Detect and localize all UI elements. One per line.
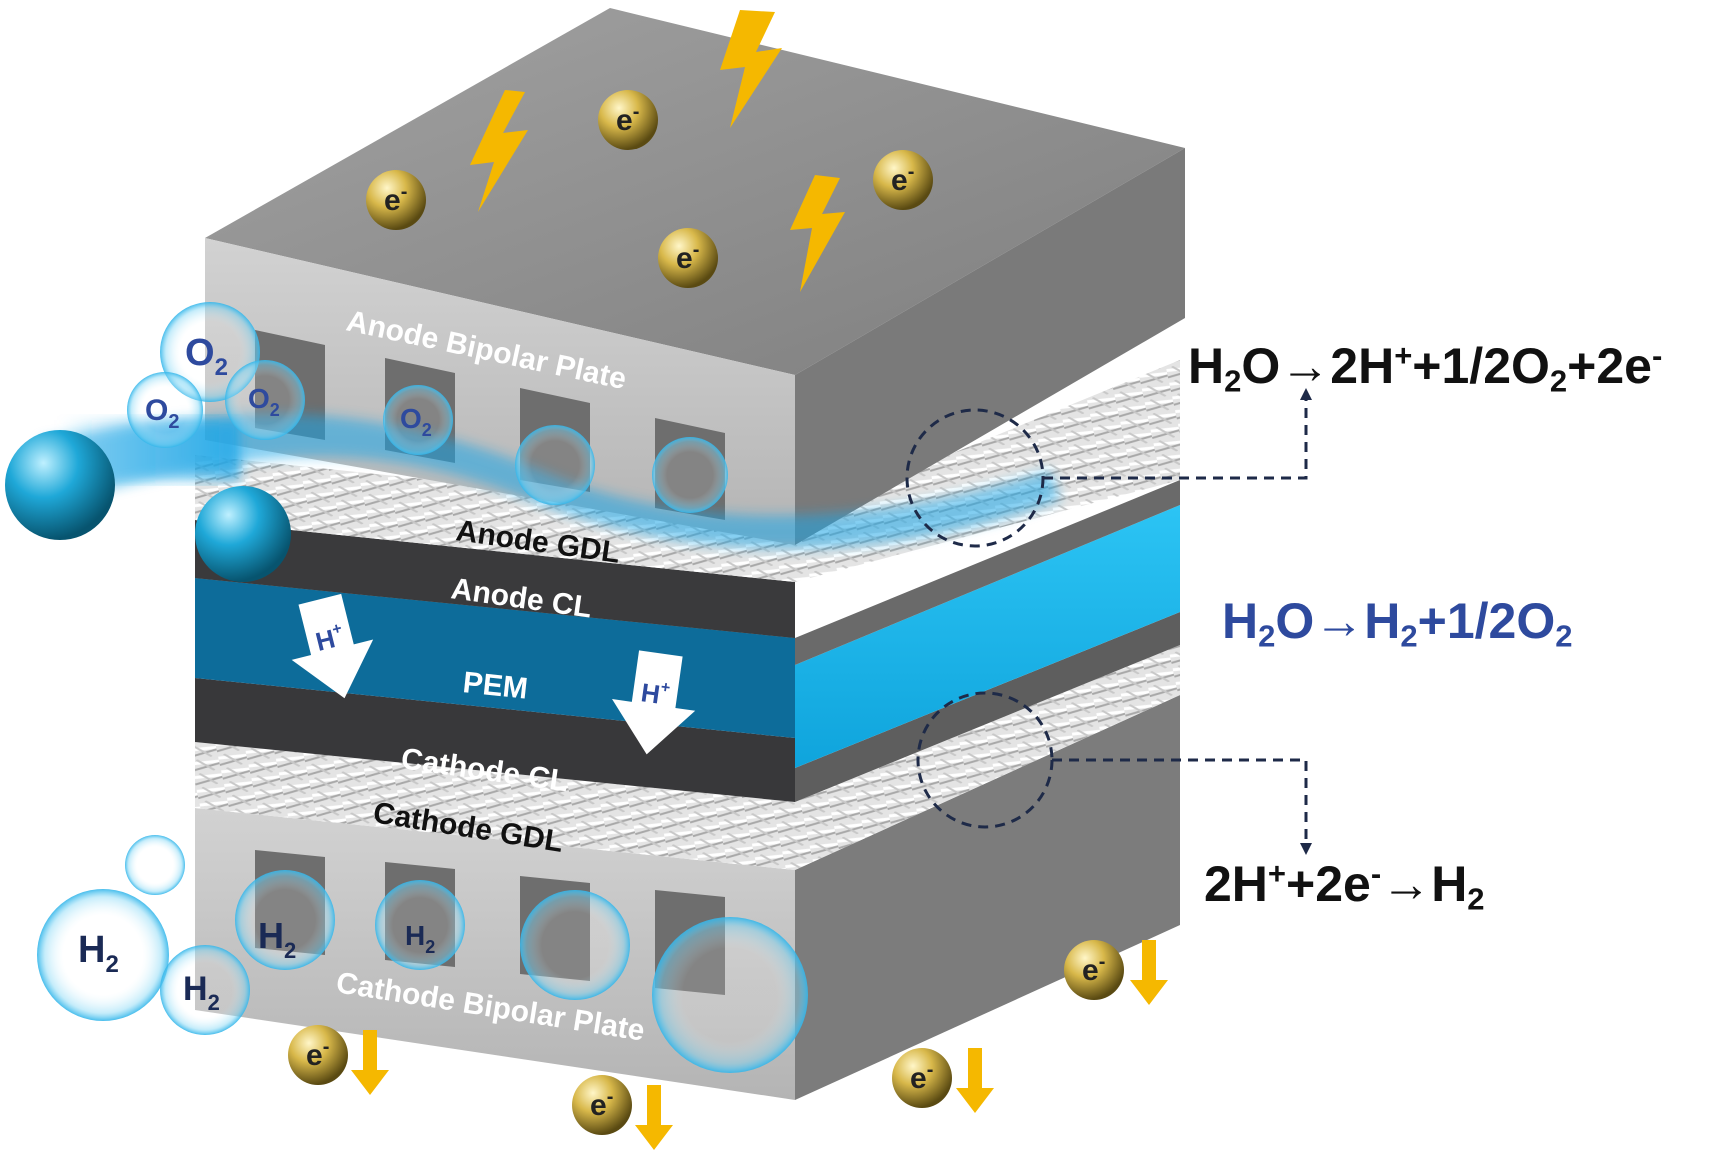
- electron: e-: [873, 150, 933, 210]
- electrons: e- e- e- e- e- e- e- e-: [288, 90, 1124, 1135]
- electron: e-: [658, 228, 718, 288]
- svg-text:H2: H2: [258, 915, 296, 963]
- lightning-icon: [470, 90, 528, 212]
- proton-arrows: H+ H+: [291, 593, 696, 755]
- electron: e-: [598, 90, 658, 150]
- electron: e-: [892, 1048, 952, 1108]
- svg-text:e-: e-: [590, 1086, 613, 1122]
- anode-cl: [195, 480, 1180, 665]
- down-arrow-icon: [351, 1030, 389, 1095]
- electron: e-: [1064, 940, 1124, 1000]
- svg-text:H+: H+: [639, 676, 671, 711]
- water-molecule-ball: [5, 430, 115, 540]
- gas-labels: O2 O2 O2 O2 H2 H2 H2 H2: [78, 332, 435, 1015]
- electron: e-: [366, 170, 426, 230]
- anode-reaction-equation: H2O→2H++1/2O2+2e-: [1188, 338, 1663, 399]
- proton-arrow: H+: [291, 593, 374, 699]
- electron: e-: [288, 1025, 348, 1085]
- cathode-callout-leader: [1052, 758, 1308, 845]
- up-arrow-icon: [1300, 388, 1312, 400]
- cathode-reaction-equation: 2H++2e-→H2: [1204, 856, 1485, 917]
- lightning-icon: [790, 175, 845, 292]
- proton-arrow: H+: [612, 650, 696, 755]
- svg-text:e-: e-: [910, 1059, 933, 1095]
- svg-text:H2: H2: [78, 929, 119, 978]
- svg-text:H2: H2: [405, 920, 435, 957]
- label-pem: PEM: [461, 666, 529, 706]
- lightning-icons: [470, 10, 845, 292]
- bubbles: [37, 302, 808, 1073]
- overall-reaction-equation: H2O→H2+1/2O2: [1222, 593, 1573, 654]
- svg-text:e-: e-: [616, 101, 639, 137]
- svg-text:O2: O2: [400, 403, 432, 440]
- electron: e-: [572, 1075, 632, 1135]
- callouts: [905, 398, 1308, 845]
- anode-callout-leader: [1043, 398, 1308, 480]
- svg-text:e-: e-: [306, 1036, 329, 1072]
- down-arrow-icon: [1300, 843, 1312, 855]
- svg-text:O2: O2: [248, 383, 280, 420]
- svg-text:e-: e-: [384, 181, 407, 217]
- lightning-icon: [720, 10, 782, 128]
- cathode-gdl: [195, 645, 1180, 870]
- down-arrow-icon: [956, 1048, 994, 1113]
- svg-text:O2: O2: [145, 394, 179, 433]
- down-arrow-icon: [635, 1085, 673, 1150]
- svg-text:e-: e-: [1082, 951, 1105, 987]
- down-arrow-icon: [1130, 940, 1168, 1005]
- water-molecule-ball: [195, 486, 291, 582]
- svg-text:e-: e-: [676, 239, 699, 275]
- svg-text:H2: H2: [183, 970, 220, 1015]
- svg-text:O2: O2: [185, 332, 228, 381]
- electron-flow-arrows: [351, 940, 1168, 1150]
- cathode-cl: [195, 612, 1180, 802]
- svg-text:e-: e-: [891, 161, 914, 197]
